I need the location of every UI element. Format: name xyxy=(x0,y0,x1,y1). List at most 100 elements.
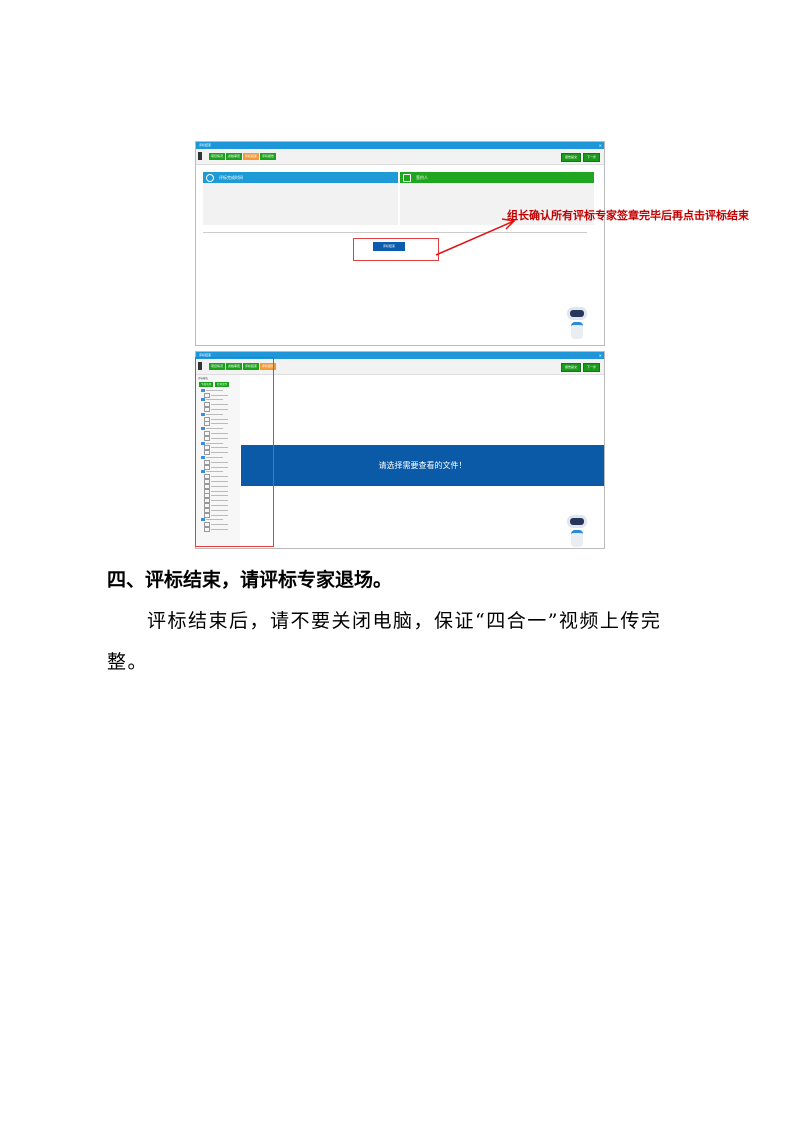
tree-row[interactable] xyxy=(199,493,240,499)
folder-icon xyxy=(201,456,205,460)
tree-row[interactable] xyxy=(199,421,240,427)
robot-mascot xyxy=(566,515,588,548)
panel-title: 签约人 xyxy=(416,175,428,180)
tab-qualification[interactable]: 资格审查 xyxy=(226,363,243,370)
tree-line-decor xyxy=(211,529,228,530)
end-evaluation-button[interactable]: 评标结束 xyxy=(373,242,405,251)
tree-line-decor xyxy=(211,476,228,478)
paragraph-line: 整。 xyxy=(107,651,149,673)
tree-row[interactable] xyxy=(199,398,240,403)
tree-row[interactable] xyxy=(199,455,240,460)
tree-line-decor xyxy=(211,481,228,483)
tree-row[interactable] xyxy=(199,503,240,509)
file-icon xyxy=(204,483,210,489)
tree-row[interactable] xyxy=(199,522,240,528)
tree-row[interactable] xyxy=(199,459,240,465)
tree-line-decor xyxy=(211,404,228,406)
file-icon xyxy=(204,450,210,456)
file-icon xyxy=(204,498,210,504)
tab-qualification[interactable]: 资格审查 xyxy=(226,153,243,160)
close-icon[interactable]: × xyxy=(598,143,602,148)
file-icon xyxy=(204,431,210,437)
tree-row[interactable] xyxy=(199,518,240,523)
window-title: 评标结束 xyxy=(199,143,212,147)
tree-row[interactable] xyxy=(199,402,240,408)
file-icon xyxy=(204,474,210,480)
signer-panel: 签约人 xyxy=(400,172,594,225)
folder-icon xyxy=(201,412,205,416)
tree-row[interactable] xyxy=(199,426,240,431)
file-icon xyxy=(204,512,210,518)
close-icon[interactable]: × xyxy=(598,353,602,358)
tree-line-decor xyxy=(206,519,223,521)
file-icon xyxy=(204,507,210,513)
tree-row[interactable] xyxy=(199,470,240,475)
arrow-icon xyxy=(435,218,516,256)
tree-row[interactable] xyxy=(199,445,240,451)
tree-row[interactable] xyxy=(199,507,240,513)
tree-row[interactable] xyxy=(199,412,240,417)
tree-row[interactable] xyxy=(199,407,240,413)
tree-row[interactable] xyxy=(199,435,240,441)
highlight-box xyxy=(195,357,274,547)
download-all-button[interactable]: 下载全部 xyxy=(199,382,214,387)
tree-row[interactable] xyxy=(199,464,240,470)
folder-icon xyxy=(201,398,205,402)
annotation-text: 组长确认所有评标专家签章完毕后再点击评标结束 xyxy=(507,209,749,222)
tree-row[interactable] xyxy=(199,388,240,393)
time-panel: 评标完成时间 xyxy=(203,172,398,225)
logo-icon xyxy=(198,362,202,370)
tree-row[interactable] xyxy=(199,498,240,504)
tree-line-decor xyxy=(211,437,228,439)
next-button[interactable]: 下一步 xyxy=(582,363,600,372)
tree-line-decor xyxy=(211,485,228,487)
file-icon xyxy=(204,493,210,499)
screenshot-evaluation-end: 评标结束 × 项目情况 资格审查 评标结束 评标报告 报告提交 下一步 评标完成时… xyxy=(195,141,605,346)
tree-row[interactable] xyxy=(199,431,240,437)
screenshot-file-view: 评标结束× 项目情况 资格审查 评标结束 评标报告 报告提交 下一步 评标报告 … xyxy=(195,351,605,549)
tab-report[interactable]: 评标报告 xyxy=(260,363,277,370)
tree-line-decor xyxy=(211,433,228,435)
tree-row[interactable] xyxy=(199,474,240,480)
tree-row[interactable] xyxy=(199,416,240,422)
tree-row[interactable] xyxy=(199,441,240,446)
tree-row[interactable] xyxy=(199,479,240,485)
file-icon xyxy=(204,522,210,528)
tree-row[interactable] xyxy=(199,527,240,533)
tab-project[interactable]: 项目情况 xyxy=(209,363,226,370)
tree-line-decor xyxy=(206,442,223,444)
file-icon xyxy=(204,416,210,422)
user-icon xyxy=(403,174,411,182)
toolbar: 项目情况 资格审查 评标结束 评标报告 报告提交 下一步 xyxy=(196,149,604,165)
tree-row[interactable] xyxy=(199,392,240,398)
file-icon xyxy=(204,488,210,494)
open-file-button[interactable]: 打开文件 xyxy=(215,382,230,387)
select-file-banner: 请选择需要查看的文件！ xyxy=(241,445,604,486)
tab-project[interactable]: 项目情况 xyxy=(209,153,226,160)
toolbar: 项目情况 资格审查 评标结束 评标报告 报告提交 下一步 xyxy=(196,359,604,375)
tree-line-decor xyxy=(211,495,228,497)
tree-row[interactable] xyxy=(199,483,240,489)
tree-row[interactable] xyxy=(199,488,240,494)
tree-line-decor xyxy=(211,505,228,507)
file-icon xyxy=(204,407,210,413)
submit-report-button[interactable]: 报告提交 xyxy=(560,363,581,372)
tab-report[interactable]: 评标报告 xyxy=(260,153,277,160)
tree-line-decor xyxy=(211,524,228,526)
submit-report-button[interactable]: 报告提交 xyxy=(560,153,581,162)
tree-row[interactable] xyxy=(199,450,240,456)
file-icon xyxy=(204,527,210,533)
next-button[interactable]: 下一步 xyxy=(582,153,600,162)
tab-end[interactable]: 评标结束 xyxy=(243,153,260,160)
section-heading: 四、评标结束，请评标专家退场。 xyxy=(107,569,393,591)
tab-end[interactable]: 评标结束 xyxy=(243,363,260,370)
folder-icon xyxy=(201,388,205,392)
divider xyxy=(203,232,587,233)
tree-row[interactable] xyxy=(199,512,240,518)
file-icon xyxy=(204,402,210,408)
folder-icon xyxy=(201,470,205,474)
tree-line-decor xyxy=(211,514,228,516)
file-icon xyxy=(204,421,210,427)
tree-line-decor xyxy=(211,452,228,454)
